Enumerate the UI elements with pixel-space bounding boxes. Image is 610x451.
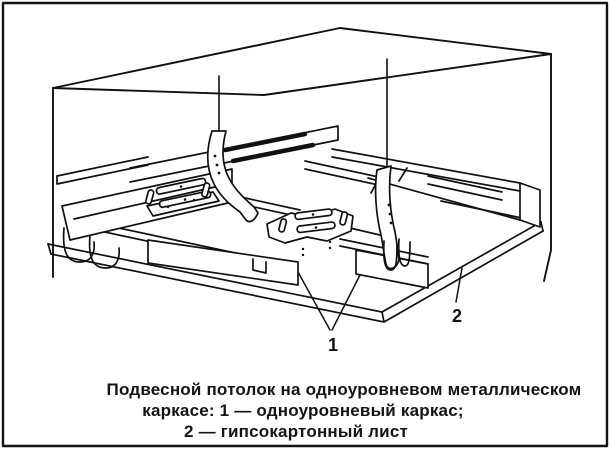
leader-to-label-1	[297, 271, 361, 331]
caption-line-2: каркасе: 1 — одноуровневый каркас;	[142, 401, 464, 420]
right-main-profile	[331, 148, 541, 228]
ceiling-front-edges	[52, 53, 552, 96]
channel-curl-1	[62, 227, 96, 263]
bracket-foot-1	[382, 240, 398, 271]
back-main-profile	[129, 125, 339, 183]
caption-line-3: 2 — гипсокартонный лист	[183, 422, 409, 441]
cross-connector-plate	[266, 208, 354, 257]
leader-to-label-2	[455, 267, 463, 303]
caption-line-1: Подвесной потолок на одноуровневом метал…	[106, 380, 582, 399]
center-runner-right	[349, 227, 385, 237]
rear-cross-profile	[304, 160, 389, 188]
front-left-cross-profile	[99, 223, 299, 286]
channel-curl-2	[88, 235, 121, 269]
screw	[339, 211, 349, 226]
board-corner-ticks	[47, 221, 544, 323]
screw	[201, 182, 211, 198]
screw	[278, 218, 288, 233]
room-outline	[52, 27, 552, 282]
ceiling-back-edges	[52, 27, 552, 89]
hanger-bracket-1	[206, 130, 259, 223]
profile-shadow-bars	[222, 131, 316, 164]
hanger-bracket-2	[370, 165, 411, 271]
profile-end-cap	[519, 182, 541, 228]
splice-plate-left	[145, 177, 220, 217]
leader-lines	[297, 267, 463, 331]
bracket-foot-2	[397, 238, 411, 267]
callout-2-sheet: 2	[451, 306, 463, 326]
callout-1-frame: 1	[327, 335, 339, 355]
left-wall-guide-profile	[56, 156, 149, 185]
right-wall-edge	[543, 53, 552, 282]
screw	[145, 189, 155, 205]
right-bay-profile	[427, 175, 503, 201]
profile-notch	[252, 258, 267, 274]
